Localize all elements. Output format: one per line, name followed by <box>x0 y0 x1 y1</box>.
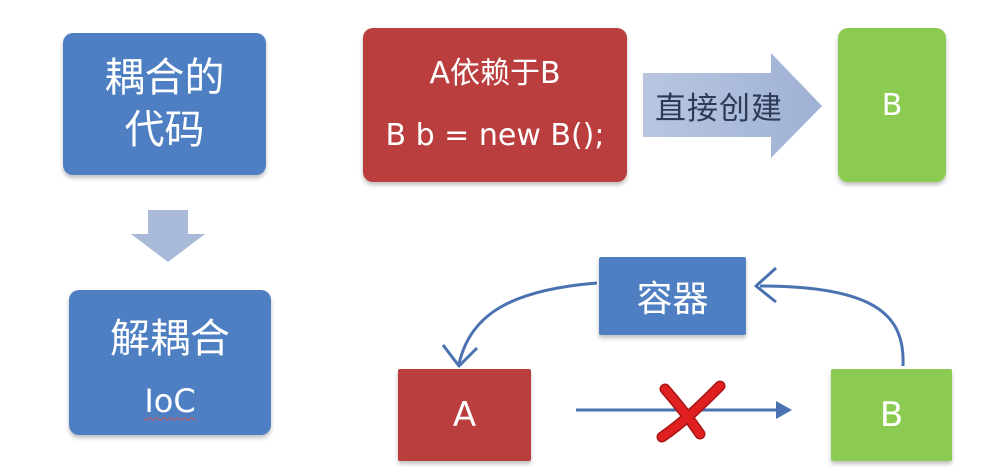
arrowhead-into-a-icon <box>441 344 479 368</box>
ioc-label: IoC <box>144 381 196 420</box>
a-bottom-box: A <box>398 369 531 461</box>
curve-container-to-a <box>457 281 598 365</box>
down-arrow-icon <box>131 210 205 262</box>
b-bottom-box: B <box>831 369 952 461</box>
container-box: 容器 <box>599 257 746 335</box>
decoupled-box: 解耦合 IoC <box>69 290 271 435</box>
a-depends-code: B b = new B(); <box>385 118 605 153</box>
coupled-line-2: 代码 <box>124 107 205 153</box>
coupled-code-box: 耦合的 代码 <box>63 33 266 175</box>
b-bottom-label: B <box>879 395 904 435</box>
direct-create-arrow <box>643 53 822 158</box>
a-bottom-label: A <box>452 395 477 435</box>
b-top-box: B <box>838 28 946 182</box>
curve-b-to-container <box>759 284 905 367</box>
b-top-label: B <box>881 87 903 123</box>
container-label: 容器 <box>636 279 709 320</box>
coupled-line-1: 耦合的 <box>104 55 225 101</box>
a-depends-title: A依赖于B <box>429 56 561 91</box>
blocked-arrowhead-icon <box>776 401 792 419</box>
arrowhead-into-container-icon <box>754 266 778 304</box>
direct-create-label: 直接创建 <box>655 90 783 127</box>
red-x-cross-icon <box>656 380 726 443</box>
a-depends-on-b-box: A依赖于B B b = new B(); <box>363 28 627 182</box>
decoupled-line-1: 解耦合 <box>110 315 230 362</box>
